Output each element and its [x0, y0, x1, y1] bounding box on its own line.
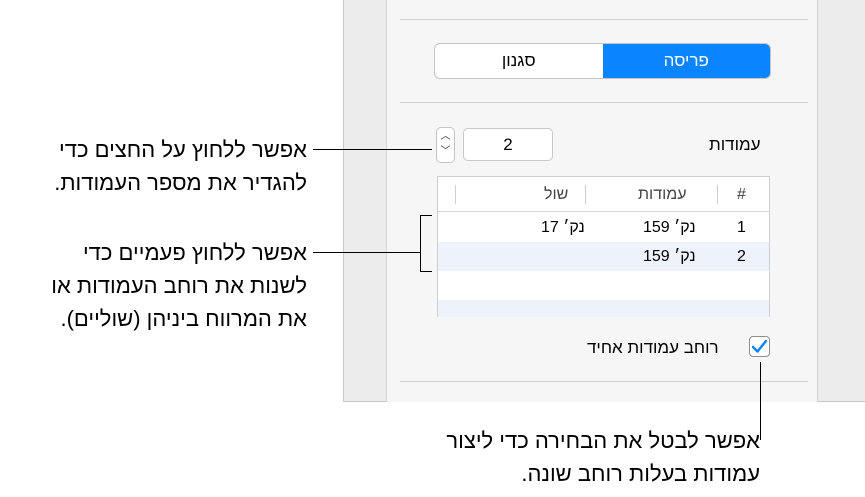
callout-checkbox: אפשר לבטל את הבחירה כדי ליצור עמודות בעל…: [446, 428, 760, 486]
callout-stepper: אפשר ללחוץ על החצים כדי להגדיר את מספר ה…: [54, 137, 307, 195]
divider-mid: [400, 102, 808, 103]
columns-table: שול עמודות # 17 נק׳ 159 נק׳ 1 159 נק׳ 2: [437, 176, 770, 317]
table-header: שול עמודות #: [438, 177, 769, 212]
index-cell: 1: [737, 219, 746, 236]
divider-bottom: [400, 381, 808, 382]
callout-bracket-table: [420, 215, 421, 272]
equal-width-label: רוחב עמודות אחיד: [587, 338, 719, 357]
callout-bracket-top: [420, 215, 432, 216]
header-gutter: שול: [544, 186, 569, 203]
tab-layout[interactable]: פריסה: [602, 44, 770, 78]
tab-style[interactable]: סגנון: [501, 51, 536, 70]
callout-line-table: [313, 252, 420, 253]
header-columns: עמודות: [638, 186, 687, 203]
table-row[interactable]: 159 נק׳ 2: [438, 242, 769, 271]
divider-top: [400, 19, 808, 20]
columns-count-field[interactable]: 2: [463, 128, 553, 161]
table-row-empty: [438, 271, 769, 300]
gutter-cell[interactable]: 17 נק׳: [541, 219, 585, 236]
index-cell: 2: [737, 248, 746, 265]
callout-line-stepper: [313, 149, 432, 150]
equal-width-checkbox[interactable]: [749, 336, 770, 357]
chevron-up-icon[interactable]: ︿: [440, 131, 451, 142]
tab-segmented-control: סגנון פריסה: [434, 43, 771, 79]
table-row-empty: [438, 300, 769, 317]
callout-line-checkbox: [760, 362, 761, 440]
header-index: #: [737, 186, 746, 203]
column-width-cell[interactable]: 159 נק׳: [643, 219, 696, 236]
columns-stepper[interactable]: ︿ ﹀: [436, 127, 455, 163]
callout-table: אפשר ללחוץ פעמיים כדי לשנות את רוחב העמו…: [51, 240, 307, 331]
callout-bracket-bottom: [420, 271, 432, 272]
table-row[interactable]: 17 נק׳ 159 נק׳ 1: [438, 213, 769, 242]
column-width-cell[interactable]: 159 נק׳: [643, 248, 696, 265]
chevron-down-icon[interactable]: ﹀: [440, 146, 451, 157]
checkmark-icon: [751, 339, 768, 353]
columns-label: עמודות: [709, 135, 761, 154]
